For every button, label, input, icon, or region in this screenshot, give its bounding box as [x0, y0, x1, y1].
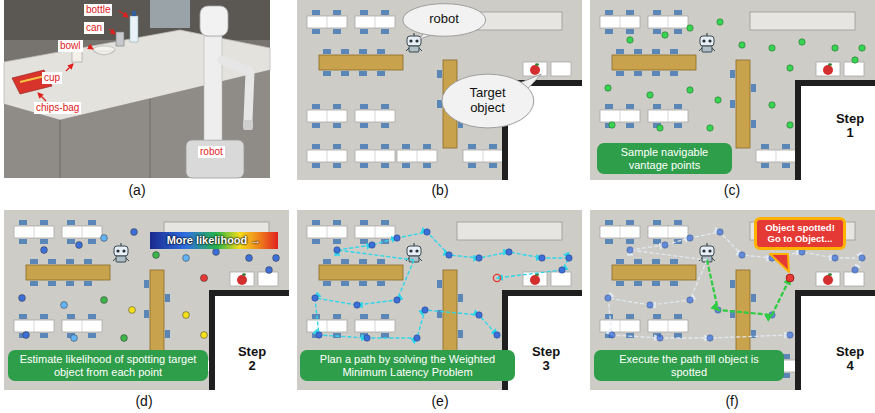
vantage-points: [605, 19, 865, 131]
step-label: Step 3: [528, 345, 564, 374]
speech-bubble: Target object: [452, 82, 523, 120]
panel-letter: (f): [702, 393, 762, 410]
object-label: cup: [42, 72, 62, 84]
speech-bubble: robot: [412, 8, 476, 31]
panel-letter: (b): [410, 182, 470, 199]
node-text: Estimate likelihood of spotting target o…: [14, 353, 202, 378]
step-box: Estimate likelihood of spotting target o…: [8, 350, 208, 381]
planned-path: [315, 232, 569, 338]
node-text: Sample navigable vantage points: [603, 146, 726, 171]
node-text: More likelihood →: [156, 234, 272, 247]
panel-letter: (d): [114, 393, 174, 410]
callout-tail: [770, 254, 789, 272]
object-label: robot: [198, 146, 225, 158]
alert-callout: Object spotted! Go to Object...: [754, 217, 846, 250]
likelihood-bar: More likelihood →: [150, 232, 278, 249]
node-text: Execute the path till object is spotted: [600, 353, 778, 378]
target-point: [786, 274, 794, 282]
object-label: bottle: [84, 4, 112, 16]
node-text: robot: [418, 12, 470, 27]
bubble-body: [442, 74, 534, 128]
likelihood-points: [19, 229, 280, 342]
step-box: Execute the path till object is spotted: [594, 350, 784, 381]
node-text: Object spotted! Go to Object...: [761, 222, 839, 245]
step-box: Plan a path by solving the Weighted Mini…: [300, 350, 515, 381]
step-box: Sample navigable vantage points: [597, 143, 732, 174]
panel-letter: (e): [410, 393, 470, 410]
node-text: Target object: [458, 86, 517, 116]
bubble-body: [403, 3, 486, 36]
step-label: Step 4: [832, 345, 868, 374]
object-label: chips-bag: [34, 102, 81, 114]
executed-path: [707, 260, 790, 315]
object-label: bowl: [58, 40, 83, 52]
step-label: Step 1: [832, 112, 868, 141]
panel-letter: (c): [702, 182, 762, 199]
node-text: Plan a path by solving the Weighted Mini…: [306, 353, 509, 378]
panel-letter: (a): [107, 182, 167, 199]
step-label: Step 2: [234, 345, 270, 374]
target-point: [493, 274, 500, 281]
robot-photo: [0, 0, 275, 180]
object-label: can: [84, 22, 104, 34]
